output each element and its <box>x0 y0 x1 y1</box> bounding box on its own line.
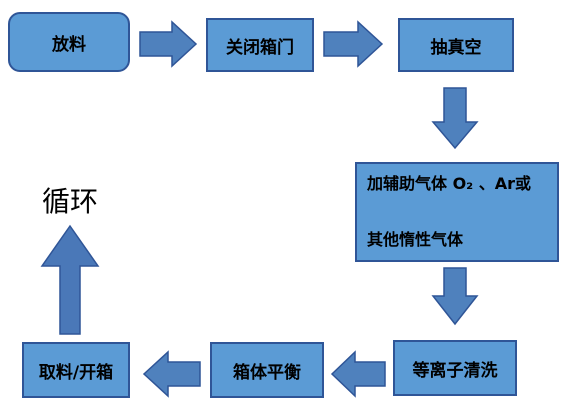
step-balance-label: 箱体平衡 <box>233 362 301 383</box>
arrow-vacuum-to-gas <box>431 87 479 150</box>
loop-label: 循环 <box>42 185 99 218</box>
step-add-gas-line1: 加辅助气体 O₂ 、Ar或 <box>367 174 532 193</box>
step-load: 放料 <box>8 12 130 72</box>
arrow-gas-to-plasma <box>431 267 479 326</box>
step-add-gas: 加辅助气体 O₂ 、Ar或 其他惰性气体 <box>355 162 559 262</box>
step-vacuum: 抽真空 <box>398 18 514 72</box>
step-load-label: 放料 <box>52 34 86 55</box>
arrow-close-to-vacuum <box>323 20 384 68</box>
step-balance: 箱体平衡 <box>210 342 324 398</box>
step-add-gas-line2: 其他惰性气体 <box>367 230 464 249</box>
step-close-door-label: 关闭箱门 <box>226 37 294 58</box>
arrow-balance-to-unload <box>142 350 201 398</box>
step-plasma-clean: 等离子清洗 <box>393 340 517 396</box>
step-plasma-clean-label: 等离子清洗 <box>412 360 498 381</box>
step-unload-label: 取料/开箱 <box>38 362 114 383</box>
arrow-plasma-to-balance <box>330 350 386 398</box>
step-close-door: 关闭箱门 <box>206 18 314 72</box>
step-vacuum-label: 抽真空 <box>430 37 482 58</box>
arrow-loop-up <box>40 224 100 335</box>
step-unload: 取料/开箱 <box>22 342 130 398</box>
arrow-load-to-close <box>139 20 198 68</box>
